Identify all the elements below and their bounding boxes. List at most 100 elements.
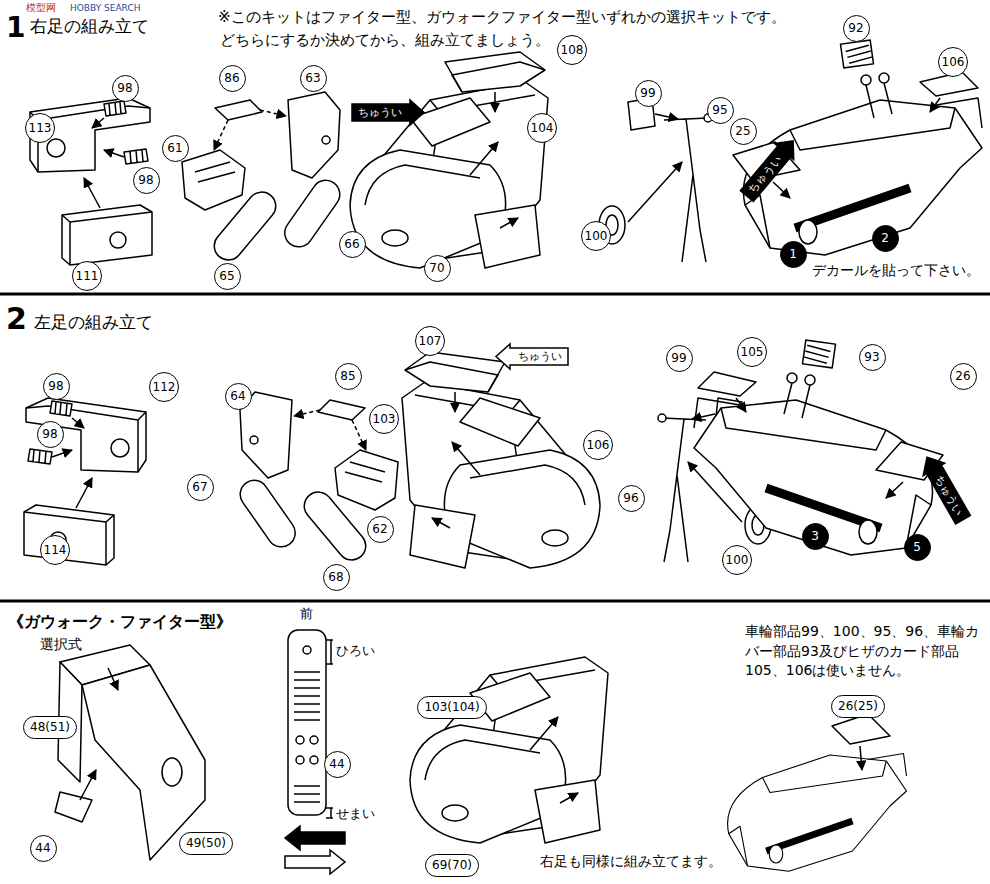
callout-text: 1 [789, 248, 797, 260]
callout-number: 113 [25, 113, 55, 143]
width-label: ひろい [336, 643, 375, 659]
callout-text: 3 [811, 530, 819, 542]
direction-label: 前 [300, 606, 313, 622]
callout-number: 108 [557, 35, 587, 65]
callout-number: 105 [737, 337, 767, 367]
callout-number: 100 [722, 545, 752, 575]
callout-text: 63 [305, 72, 320, 84]
callout-text: 95 [712, 104, 727, 116]
width-label: せまい [336, 806, 375, 822]
callout-number: 99 [635, 80, 662, 107]
callout-number: 26(25) [831, 695, 885, 718]
callout-text: 25 [735, 125, 750, 137]
callout-number: 86 [219, 65, 246, 92]
step-title: 右足の組み立て [30, 16, 149, 37]
callout-number: 25 [730, 118, 757, 145]
cover-part [405, 352, 505, 412]
section-title: 《ガウォーク・ファイター型》 [8, 612, 232, 632]
callout-text: 113 [29, 122, 52, 134]
callout-text: 48(51) [30, 721, 70, 733]
callout-number: 104 [527, 113, 557, 143]
callout-text: 26(25) [838, 700, 878, 712]
callout-text: 2 [881, 232, 889, 244]
note: どちらにするか決めてから、組み立てましょう。 [220, 31, 550, 50]
callout-number: 103(104) [417, 696, 487, 719]
callout-text: 111 [76, 270, 99, 282]
callout-number: 106 [583, 430, 613, 460]
leg-shell-parts [410, 657, 608, 843]
callout-text: 62 [372, 523, 387, 535]
cover-part [445, 52, 545, 112]
assembled-leg [728, 754, 907, 872]
callout-number: 48(51) [23, 716, 77, 739]
separator [0, 293, 990, 296]
callout-text: 67 [192, 481, 207, 493]
callout-number: 106 [938, 47, 968, 77]
callout-text: 68 [328, 571, 343, 583]
callout-number: 67 [187, 474, 214, 501]
callout-number: 49(50) [179, 832, 233, 855]
arrow-shape [737, 132, 802, 203]
callout-number: 44 [324, 751, 351, 778]
callout-text: 105 [741, 346, 764, 358]
note: 選択式 [40, 636, 82, 654]
decal-number: 3 [802, 523, 829, 550]
callout-text: 108 [561, 44, 584, 56]
callout-number: 92 [843, 15, 870, 42]
watermark: HOBBY SEARCH [70, 3, 140, 14]
callout-text: 86 [224, 72, 239, 84]
callout-text: 96 [623, 492, 638, 504]
callout-text: 98 [48, 380, 63, 392]
step-title: 左足の組み立て [34, 312, 153, 333]
callout-text: 49(50) [186, 837, 226, 849]
decal-number: 1 [780, 241, 807, 268]
callout-number: 68 [323, 564, 350, 591]
callout-text: 104 [531, 122, 554, 134]
decal-number: 2 [872, 225, 899, 252]
callout-number: 63 [300, 65, 327, 92]
arrow-shape [352, 100, 424, 125]
callout-number: 66 [339, 231, 366, 258]
callout-text: 85 [340, 370, 355, 382]
callout-number: 112 [149, 372, 179, 402]
callout-number: 98 [133, 167, 160, 194]
callout-text: 107 [419, 335, 442, 347]
gerwalk-bracket [55, 645, 205, 860]
arrow-shape [496, 344, 568, 369]
callout-number: 103 [369, 404, 399, 434]
step-number: 1 [6, 10, 25, 45]
callout-number: 114 [40, 535, 70, 565]
callout-number: 95 [707, 97, 734, 124]
caution-arrow: ちゅうい [352, 104, 424, 121]
callout-number: 99 [666, 345, 693, 372]
callout-text: 106 [942, 56, 965, 68]
clip-parts [24, 398, 146, 565]
callout-text: 44 [35, 842, 50, 854]
callout-text: 92 [848, 22, 863, 34]
callout-text: 100 [585, 230, 608, 242]
callout-number: 44 [30, 835, 57, 862]
track-parts [182, 92, 345, 266]
callout-number: 62 [367, 516, 394, 543]
callout-text: 99 [640, 87, 655, 99]
callout-number: 98 [43, 373, 70, 400]
separator [0, 600, 990, 603]
callout-text: 26 [955, 370, 970, 382]
card-parts [698, 340, 943, 498]
instruction-note: 右足も同様に組み立てます。 [540, 853, 722, 871]
callout-text: 99 [671, 352, 686, 364]
callout-number: 65 [214, 263, 241, 290]
callout-text: ちゅうい [518, 351, 562, 362]
caution-arrow: ちゅうい [496, 348, 568, 365]
callout-number: 111 [72, 261, 102, 291]
step-number: 2 [6, 300, 27, 338]
callout-number: 70 [424, 255, 451, 282]
callout-text: 65 [219, 270, 234, 282]
callout-number: 93 [859, 344, 886, 371]
assembled-leg [743, 98, 982, 255]
callout-text: 106 [587, 439, 610, 451]
callout-text: 66 [344, 238, 359, 250]
leg-shell-parts [350, 82, 548, 268]
callout-text: 69(70) [432, 859, 472, 871]
